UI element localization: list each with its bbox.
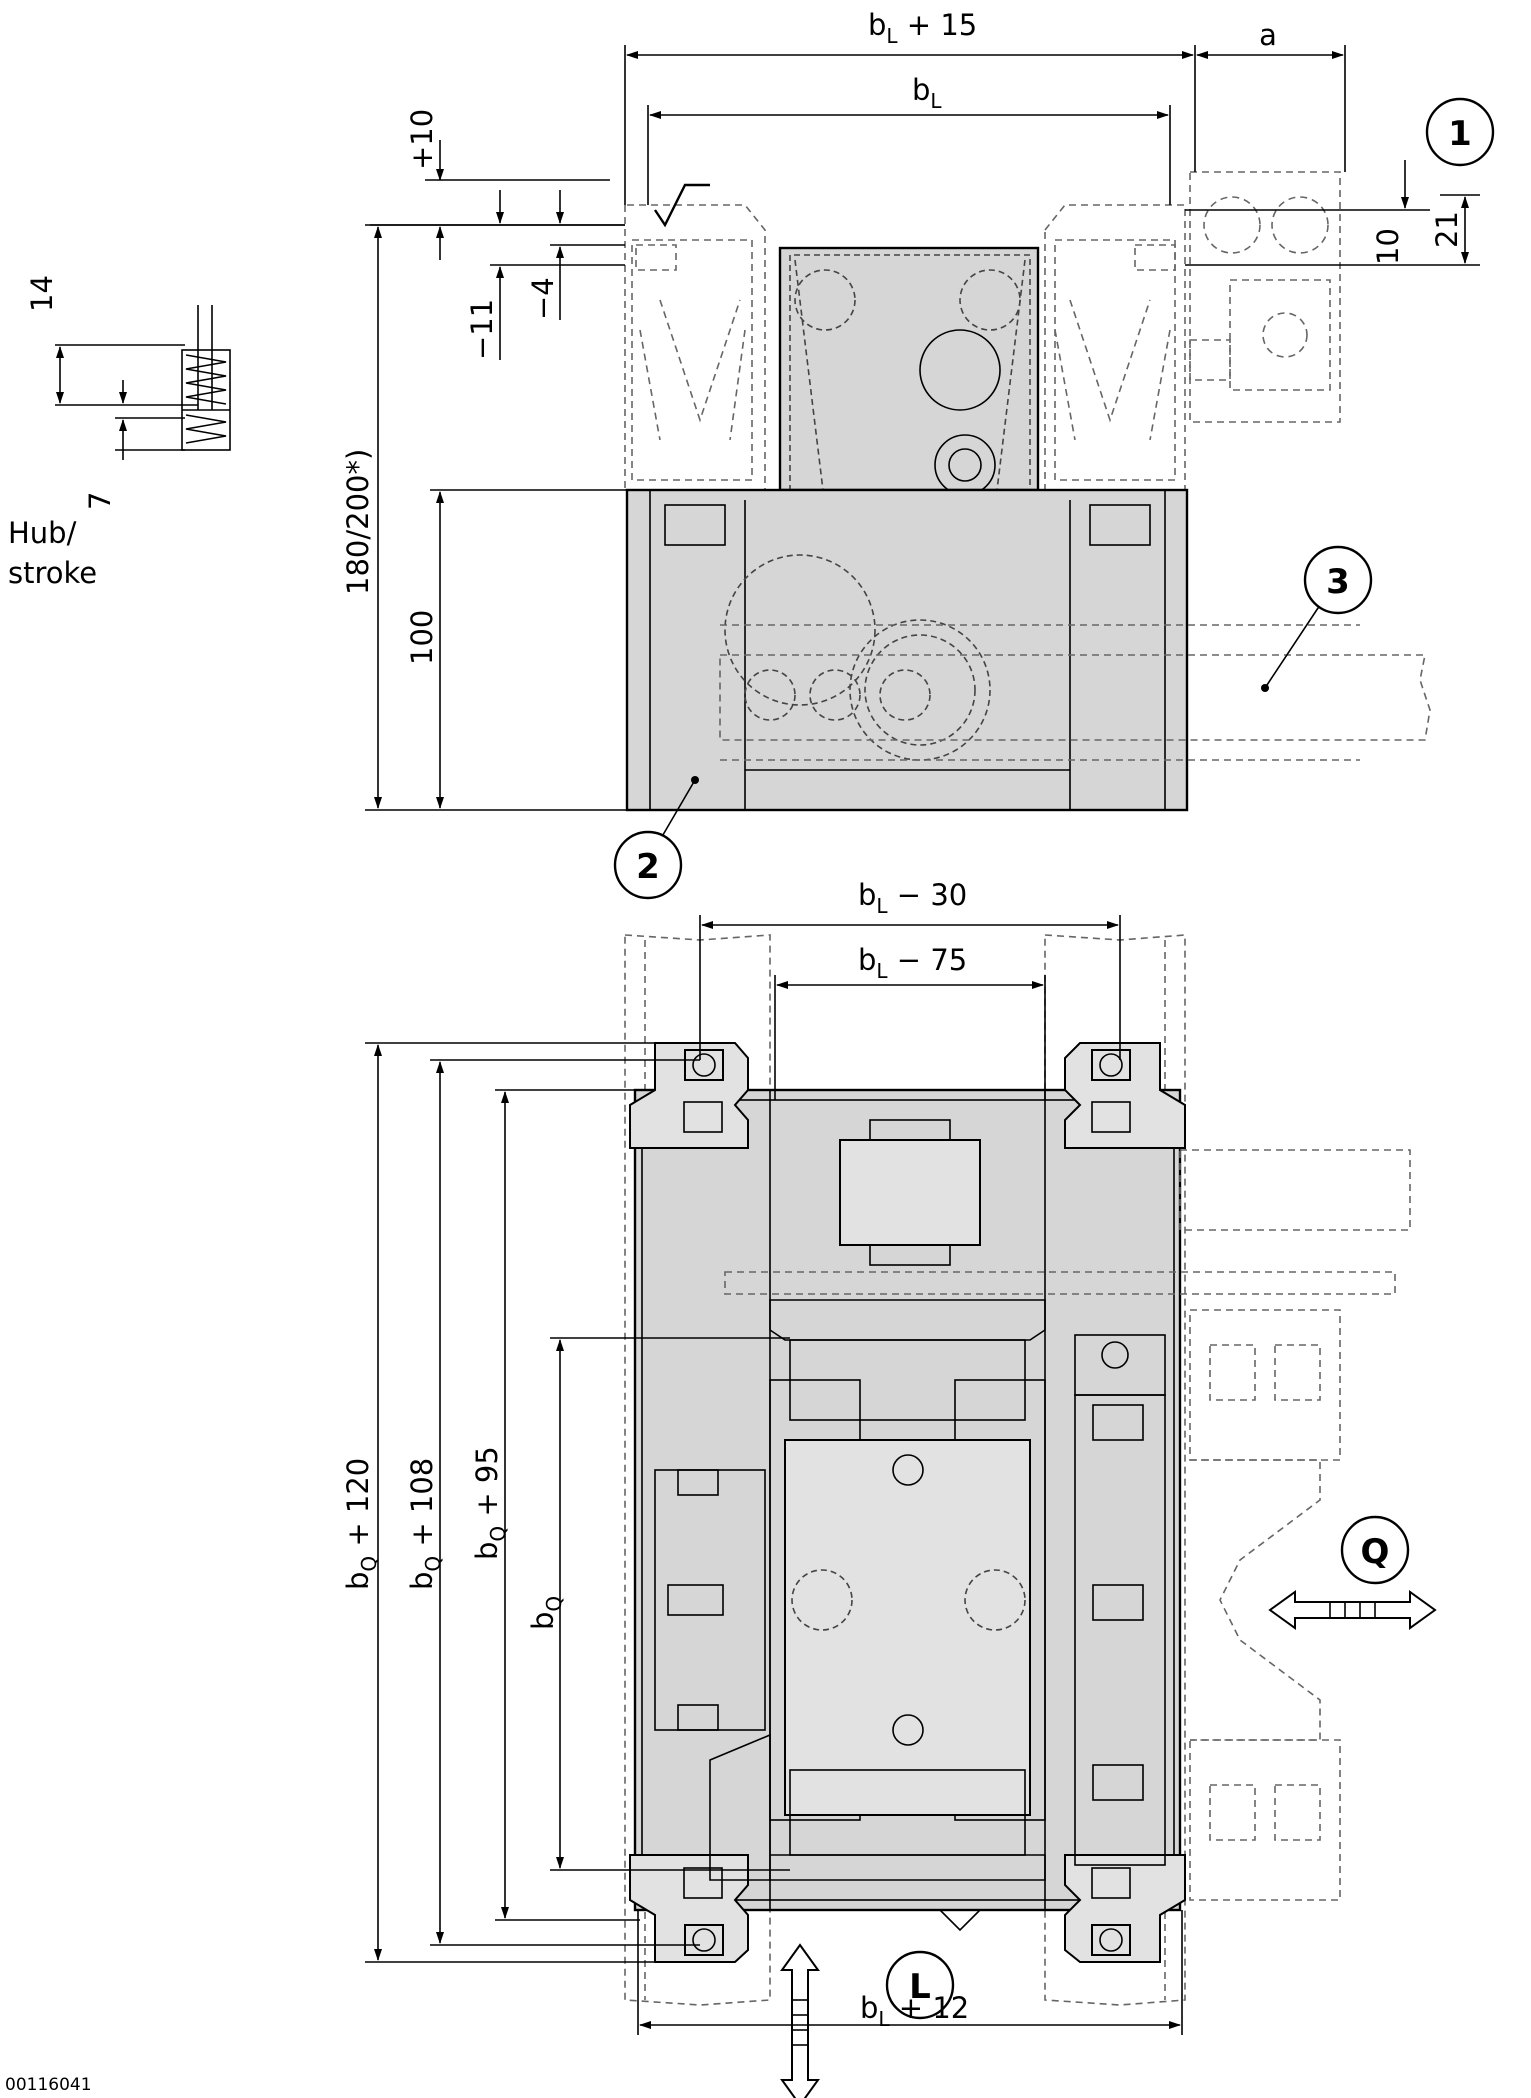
surface-mark bbox=[654, 183, 710, 228]
bottom-internal-structure bbox=[654, 1090, 1411, 1932]
dim-bl-minus-75-label: bL − 75 bbox=[858, 943, 967, 983]
dim-ten-right-label: 10 bbox=[1371, 228, 1405, 265]
corner-foot-bottom-left bbox=[629, 1854, 749, 1963]
svg-text:1: 1 bbox=[1448, 114, 1472, 154]
stroke-label-hub: Hub/ bbox=[8, 516, 77, 550]
rail-extension-3 bbox=[719, 624, 1431, 761]
dim-a-label: a bbox=[1259, 18, 1277, 52]
dim-bq-plus-95-label: bQ + 95 bbox=[470, 1446, 510, 1560]
carriage-upper bbox=[778, 246, 1040, 631]
dim-height-100-label: 100 bbox=[405, 610, 439, 665]
bottom-view: Q L bL − 30 bL − 75 bbox=[341, 878, 1437, 2098]
stroke-label-stroke: stroke bbox=[8, 556, 97, 590]
dim-plus10-label: +10 bbox=[405, 109, 439, 170]
right-profile-rail bbox=[1044, 204, 1186, 491]
dim-minus11: −11 bbox=[465, 190, 625, 360]
dim-bq-plus-108: bQ + 108 bbox=[405, 1059, 700, 1946]
corner-foot-top-right bbox=[1064, 1042, 1186, 1149]
dim-bq-plus-108-label: bQ + 108 bbox=[405, 1458, 445, 1590]
dim-bl-label: bL bbox=[912, 73, 942, 113]
dim-height-180: 180/200*) bbox=[341, 224, 627, 811]
carriage-body-2 bbox=[625, 488, 1189, 812]
dim-bl: bL bbox=[647, 73, 1171, 205]
stroke-dim-7: 7 bbox=[83, 492, 117, 510]
q-direction-arrow: Q bbox=[1268, 1515, 1437, 1630]
dim-bq-plus-120-label: bQ + 120 bbox=[341, 1458, 381, 1590]
dim-bl-plus-12: bL + 12 bbox=[637, 1910, 1183, 2035]
svg-text:3: 3 bbox=[1326, 562, 1350, 602]
dim-bq-plus-120: bQ + 120 bbox=[341, 1042, 655, 1963]
dim-twentyone: 21 bbox=[1430, 194, 1480, 264]
callout-3: 3 bbox=[1261, 545, 1373, 692]
dim-plus10: +10 bbox=[370, 109, 625, 260]
dim-twentyone-label: 21 bbox=[1430, 211, 1464, 248]
dim-minus4: −4 bbox=[526, 190, 625, 320]
dim-bq-plus-95: bQ + 95 bbox=[470, 1089, 640, 1921]
dim-bl-plus-15-label: bL + 15 bbox=[868, 8, 977, 48]
svg-text:L: L bbox=[909, 1967, 931, 2007]
stroke-detail: 14 7 Hub/ stroke bbox=[8, 275, 231, 590]
doc-id: 00116041 bbox=[5, 2075, 92, 2095]
dim-a: a bbox=[1196, 18, 1346, 172]
dim-height-180-label: 180/200*) bbox=[341, 449, 375, 595]
dim-bl-minus-30-label: bL − 30 bbox=[858, 878, 967, 918]
dim-height-100: 100 bbox=[405, 489, 627, 809]
top-view: bL + 15 a bL +10 −11 bbox=[341, 8, 1495, 900]
dim-bq: bQ bbox=[526, 1337, 790, 1871]
dim-minus11-label: −11 bbox=[465, 299, 499, 360]
svg-text:2: 2 bbox=[636, 847, 660, 887]
dim-bq-label: bQ bbox=[526, 1596, 566, 1630]
callout-1: 1 bbox=[1425, 97, 1495, 167]
dim-bl-minus-75: bL − 75 bbox=[774, 943, 1046, 1100]
dim-ten-right: 10 bbox=[1185, 160, 1480, 266]
dim-bl-plus-15: bL + 15 bbox=[624, 8, 1196, 205]
dim-bl-minus-30: bL − 30 bbox=[699, 878, 1121, 1060]
callout-2: 2 bbox=[613, 776, 699, 900]
svg-text:Q: Q bbox=[1361, 1532, 1390, 1572]
corner-foot-top-left bbox=[629, 1042, 749, 1149]
corner-foot-bottom-right bbox=[1064, 1854, 1186, 1963]
motor-attachment-1 bbox=[1189, 171, 1341, 423]
stroke-dim-14: 14 bbox=[25, 275, 59, 312]
dim-bl-plus-12-label: bL + 12 bbox=[860, 1991, 969, 2031]
left-profile-rail bbox=[624, 204, 766, 491]
dim-minus4-label: −4 bbox=[526, 277, 560, 320]
